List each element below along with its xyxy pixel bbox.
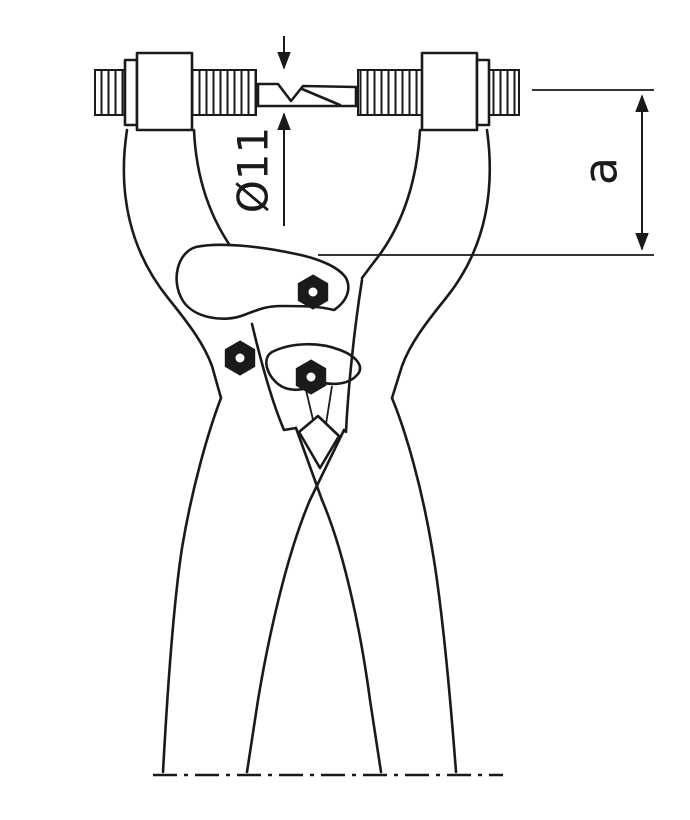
diameter-label: Ø11 [229,127,278,214]
nut-body [420,51,479,132]
thread-segment [488,69,520,116]
left-handle-inner [245,498,312,774]
thread-segment [191,69,257,116]
right-inner-upper [342,278,364,434]
threaded-spindle-left [94,51,257,132]
flange [123,58,139,127]
tool-body [122,128,492,774]
height-dimension-label: a [574,157,628,185]
thread-segment [94,69,126,116]
left-inner-upper [250,322,298,432]
left-arm-outer [122,128,223,400]
pivot-cross-right [308,428,346,502]
lever-leg [325,385,333,425]
left-handle-outer [161,396,223,774]
jaw-link [297,414,341,470]
threaded-spindle-right [357,51,520,132]
pivot-cross-left [294,426,324,502]
right-handle-inner [320,498,383,774]
right-handle-outer [390,396,458,774]
nut-body [135,51,194,132]
lever-leg [305,389,315,425]
rivet-pin [256,82,358,108]
right-arm-inner [360,128,422,280]
right-arm-outer [390,128,492,400]
flange [475,58,491,127]
annotations: Ø11 a [153,36,654,777]
hex-nut [224,340,256,376]
thread-segment [357,69,423,116]
